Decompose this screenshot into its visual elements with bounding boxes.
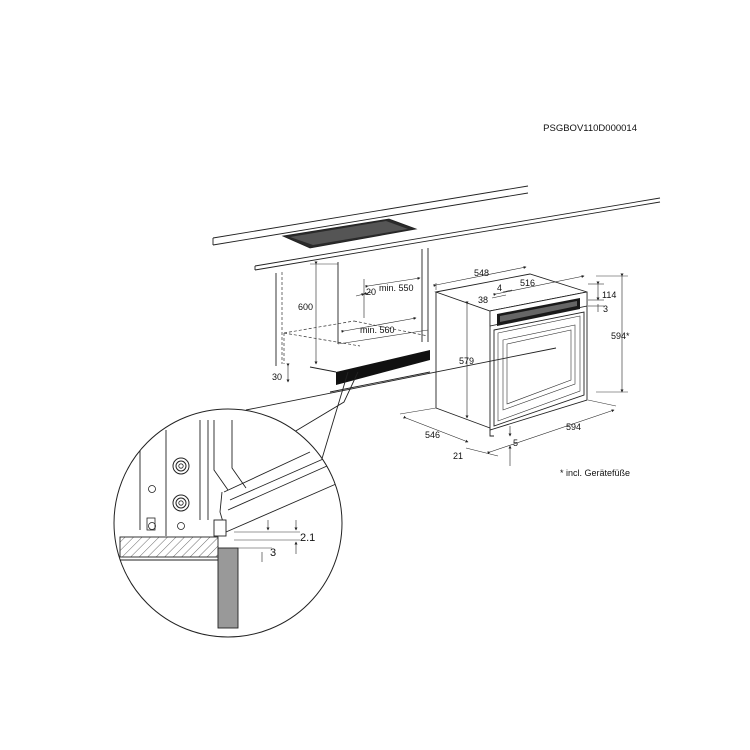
dimension-5: 5 [508, 426, 518, 466]
document-code: PSGBOV110D000014 [543, 123, 637, 134]
dimension-38: 38 [478, 294, 507, 305]
dimension-516: 516 [493, 275, 585, 296]
installation-detail: 2.1 3 [113, 408, 343, 638]
footnote: * incl. Gerätefüße [560, 468, 630, 478]
svg-text:594*: 594* [611, 331, 630, 341]
kitchen-cabinet-drawing: 600 20 min. 550 min. 560 30 [212, 185, 661, 473]
svg-text:30: 30 [272, 372, 282, 382]
dimension-114: 114 [588, 281, 616, 301]
dimension-min-560: min. 560 [341, 316, 417, 335]
oven-drawing: 548 4 516 38 114 3 [399, 266, 630, 466]
dimension-30: 30 [272, 363, 290, 383]
svg-text:20: 20 [366, 287, 376, 297]
svg-text:546: 546 [425, 430, 440, 440]
connector-terminals [146, 457, 190, 531]
dimension-min-550: min. 550 [363, 276, 421, 318]
detail-dimension-2-1: 2.1 [300, 532, 315, 544]
svg-text:548: 548 [474, 268, 489, 278]
svg-text:3: 3 [603, 304, 608, 314]
dimension-594-width: 594 [487, 399, 617, 455]
svg-text:21: 21 [453, 451, 463, 461]
dimension-4: 4 [497, 283, 513, 293]
dimension-594-height: 594* [596, 273, 630, 393]
svg-text:516: 516 [520, 278, 535, 288]
svg-text:600: 600 [298, 302, 313, 312]
svg-text:579: 579 [459, 356, 474, 366]
hob-cutout [281, 218, 418, 249]
cabinet-plinth [336, 350, 430, 385]
dimension-579: 579 [459, 301, 474, 419]
svg-text:594: 594 [566, 422, 581, 432]
svg-text:114: 114 [602, 290, 616, 300]
dimension-600: 600 [298, 261, 338, 365]
dimension-21: 21 [453, 447, 499, 461]
svg-text:4: 4 [497, 283, 502, 293]
oven-control-panel [489, 291, 588, 327]
dimension-546: 546 [399, 407, 469, 443]
dimension-548: 548 [433, 266, 527, 290]
dimension-20: 20 [355, 287, 376, 297]
svg-text:38: 38 [478, 295, 488, 305]
detail-dimension-3: 3 [270, 547, 276, 559]
dimension-3-panel: 3 [588, 304, 608, 314]
svg-text:min. 550: min. 550 [379, 283, 414, 293]
svg-text:min. 560: min. 560 [360, 325, 395, 335]
